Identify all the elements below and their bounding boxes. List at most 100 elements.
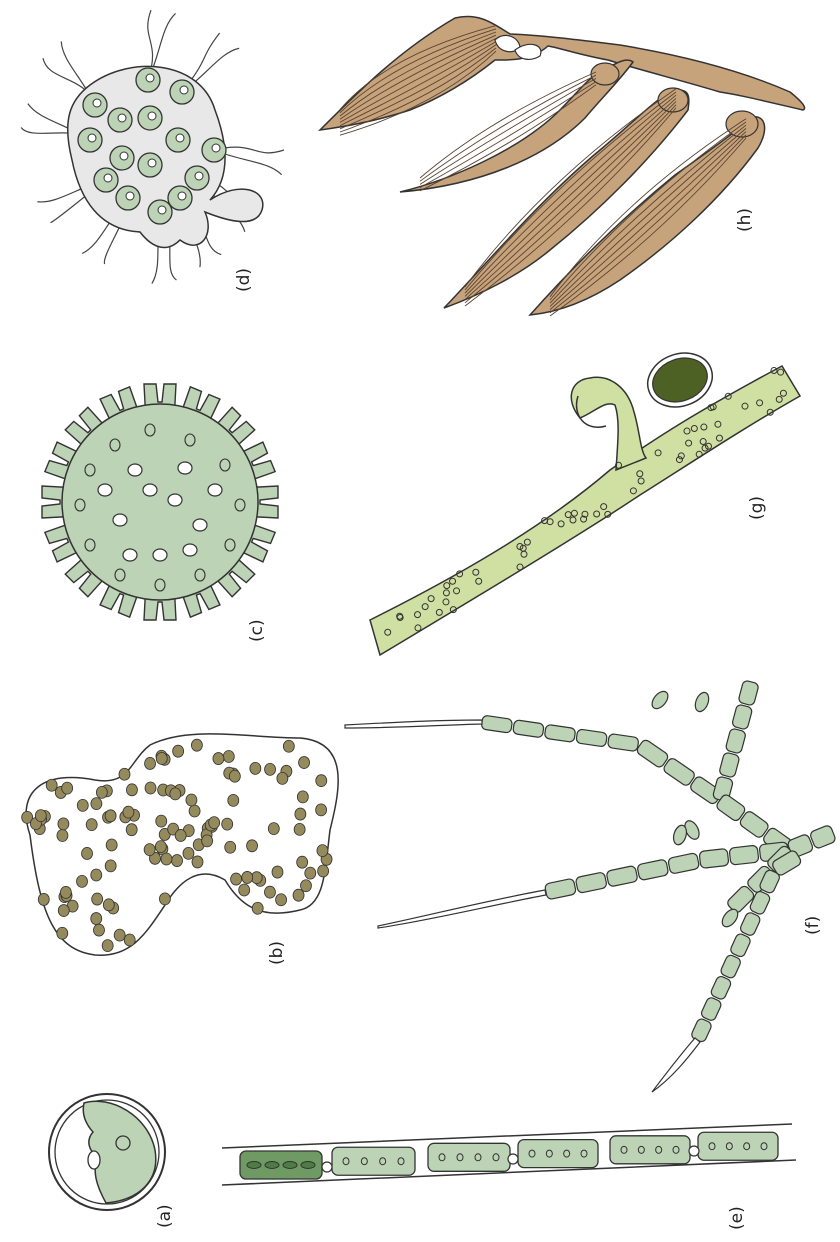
intercellular-space — [113, 514, 127, 526]
branch-cell — [725, 728, 746, 754]
branch-cell — [606, 865, 638, 887]
granule — [91, 798, 102, 810]
branch-cell — [719, 954, 742, 980]
zooid-nucleus — [120, 152, 128, 160]
zooid-nucleus — [212, 144, 220, 152]
granule — [186, 794, 197, 806]
branch-cell — [731, 704, 752, 730]
granule — [228, 794, 239, 806]
granule — [213, 753, 224, 765]
granule — [189, 805, 200, 817]
granule — [161, 853, 172, 865]
branch-cell — [662, 757, 696, 787]
branch-bud — [693, 691, 711, 714]
panel-a-single-cell — [49, 1094, 165, 1210]
granule — [114, 929, 125, 941]
branch-cell — [729, 932, 752, 958]
granule — [124, 934, 135, 946]
branch-bud — [649, 688, 671, 711]
filament-cell — [518, 1140, 598, 1168]
branch-cell — [700, 996, 723, 1022]
granule — [317, 845, 328, 857]
nucleus — [116, 1136, 130, 1150]
granule — [295, 808, 306, 820]
granule — [126, 824, 137, 836]
granule — [294, 823, 305, 835]
granule — [202, 835, 213, 847]
zooid-nucleus — [118, 114, 126, 122]
granule — [105, 810, 116, 822]
pyrenoid — [247, 1162, 261, 1169]
granule — [92, 893, 103, 905]
granule — [123, 806, 134, 818]
granule — [35, 810, 46, 822]
granule — [252, 902, 263, 914]
panel-h-kelp-thallus — [320, 16, 805, 316]
granule — [38, 893, 49, 905]
zooid-nucleus — [148, 112, 156, 120]
intercellular-space — [143, 484, 157, 496]
branch-cell — [699, 848, 729, 868]
intercellular-space — [193, 519, 207, 531]
branch-cell — [710, 975, 733, 1001]
panel-c-star-colony — [42, 384, 278, 620]
zooid-nucleus — [148, 159, 156, 167]
granule — [57, 927, 68, 939]
granule — [242, 871, 253, 883]
granule — [318, 865, 329, 877]
granule — [276, 894, 287, 906]
zooid-nucleus — [158, 206, 166, 214]
granule — [250, 762, 261, 774]
granule — [231, 873, 242, 885]
zooid-nucleus — [178, 192, 186, 200]
panel-d-flagellate-colony — [21, 10, 284, 283]
granule — [229, 770, 240, 782]
granule — [156, 815, 167, 827]
branch-cell — [544, 724, 576, 742]
granule — [300, 880, 311, 892]
granule — [316, 804, 327, 816]
granule — [57, 830, 68, 842]
zooid-nucleus — [93, 99, 101, 107]
label-c: (c) — [247, 619, 267, 642]
blade-vein — [420, 82, 596, 188]
intercellular-space — [123, 549, 137, 561]
granule — [239, 884, 250, 896]
zooid-nucleus — [146, 74, 154, 82]
antheridial-branch — [571, 377, 646, 470]
granule — [272, 866, 283, 878]
branch-cell — [729, 845, 759, 865]
granule — [191, 739, 202, 751]
label-e: (e) — [727, 1206, 747, 1230]
granule — [293, 889, 304, 901]
hair-tip-upper — [345, 720, 482, 728]
heterocyst — [322, 1162, 332, 1172]
hair-tip-middle — [378, 890, 546, 928]
granule — [223, 750, 234, 762]
branch-cell — [513, 720, 545, 738]
granule — [144, 844, 155, 856]
granule — [175, 829, 186, 841]
label-d: (d) — [234, 268, 254, 292]
label-b: (b) — [267, 941, 287, 965]
filament-cell — [428, 1143, 510, 1171]
intercellular-space — [168, 494, 182, 506]
granule — [93, 924, 104, 936]
pyrenoid — [265, 1162, 279, 1169]
granule — [247, 840, 258, 852]
granule — [225, 841, 236, 853]
granule — [91, 913, 102, 925]
zooid-nucleus — [104, 174, 112, 182]
zooid-nucleus — [88, 134, 96, 142]
zooid-nucleus — [195, 172, 203, 180]
filament-cell — [698, 1132, 778, 1160]
branch-cell — [738, 680, 759, 706]
granule — [268, 823, 279, 835]
granule — [299, 757, 310, 769]
granule — [156, 753, 167, 765]
granule — [105, 860, 116, 872]
granule — [102, 940, 113, 952]
granule — [297, 856, 308, 868]
granule — [222, 818, 233, 830]
granule — [172, 855, 183, 867]
